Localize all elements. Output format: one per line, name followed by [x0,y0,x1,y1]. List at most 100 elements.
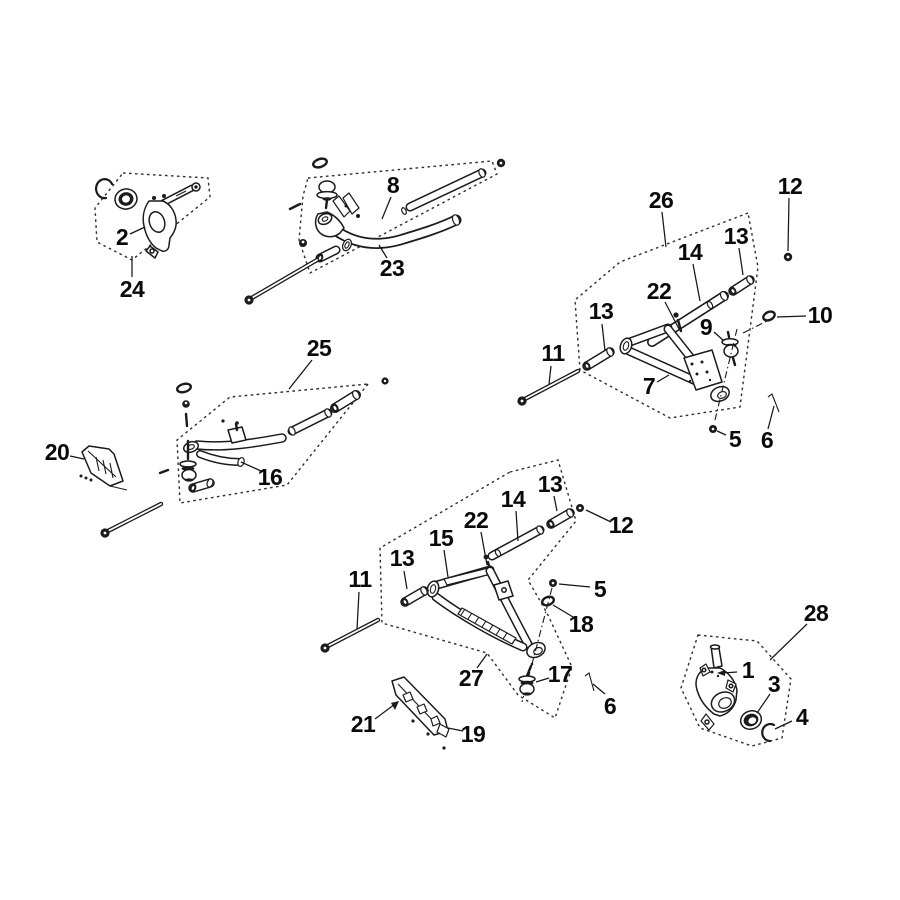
a-arm-16 [182,419,287,467]
leader-2 [129,226,146,235]
a-arm-7 [619,323,730,403]
leader-6b [592,683,606,695]
leader-11a [548,365,552,385]
cotter-pin-6 [767,393,780,413]
leader-10 [776,315,807,318]
callout-28: 28 [804,600,829,626]
callout-5-b: 5 [594,576,607,602]
leader-28 [769,623,808,661]
callout-11-a: 11 [541,340,565,366]
leader-5b [558,583,591,588]
assembly-23-upper-arm: 8 23 [244,157,506,305]
leader-6a [767,405,775,430]
callout-17: 17 [548,661,573,687]
o-ring-10 [762,310,776,322]
leader-1 [717,670,738,676]
callout-13-c: 13 [538,471,563,497]
pivot-sleeve-14 [487,525,545,561]
bushing-13-right [546,508,575,529]
leader-12a [787,197,790,252]
cotter-pin-6 [584,672,595,692]
pivot-bolt [100,501,164,538]
leader-13c [553,495,558,512]
small-nut [182,400,190,408]
leader-19 [447,727,464,732]
callout-9: 9 [700,314,712,340]
ball-joint-9 [721,330,739,367]
assembly-28-knuckle-right: 28 1 3 4 [680,600,829,747]
nut-12 [576,504,584,512]
callout-5-a: 5 [729,426,742,452]
pivot-sleeve [287,408,333,436]
leader-14a [692,263,701,302]
centerline-oring [742,320,768,334]
bearing-3 [739,710,763,730]
assembly-24-knuckle-left: 2 24 [94,172,211,302]
pivot-bolt [244,257,320,305]
callout-14-a: 14 [678,239,703,265]
leader-8 [381,196,392,220]
leader-21 [374,701,399,720]
wheel-bearing [114,188,138,210]
ball-joint [179,439,197,482]
leader-22b [480,531,488,566]
callout-7: 7 [643,373,655,399]
callout-3: 3 [768,671,780,697]
callout-8: 8 [387,172,400,198]
bushing-13-left [400,586,429,607]
pivot-bolt-11 [320,617,381,653]
leader-13a [738,247,744,276]
callout-12-a: 12 [778,173,803,199]
bushing-13-right [728,275,755,296]
callout-13-a: 13 [724,223,749,249]
assembly-25-outline [176,383,369,504]
callout-2: 2 [116,224,128,250]
leader-5a [716,430,727,436]
assembly-28-outline [680,634,792,747]
leader-4 [774,720,793,730]
leader-18 [552,604,574,618]
callout-20: 20 [45,439,70,465]
assembly-23-outline [298,160,498,274]
pivot-bushing [315,245,341,263]
leader-20 [69,455,85,460]
steering-knuckle-left [142,182,201,259]
leader-13b [601,323,606,352]
leader-7 [656,374,670,383]
grease-fitting-tick [158,468,170,475]
callout-16: 16 [258,464,283,490]
flange-nut [299,239,307,247]
pivot-bolt-11 [517,368,581,406]
callout-24: 24 [120,276,145,302]
leader-15 [443,549,449,578]
callout-22-a: 22 [647,278,672,304]
callout-15: 15 [429,525,454,551]
stud-tick [184,412,189,428]
callout-14-b: 14 [501,486,526,512]
callout-13-b: 13 [589,298,614,324]
a-arm-8 [314,192,462,252]
lock-nut [496,158,506,168]
leader-12b [585,509,612,523]
leader-9 [713,331,725,342]
bushing [330,390,361,413]
o-ring [175,382,193,394]
bushing-13-left [582,347,615,371]
assembly-25-upper-arm: 25 16 20 [45,335,389,538]
pivot-sleeve [401,168,487,215]
callout-1: 1 [742,657,755,683]
snap-ring-4 [761,722,776,743]
callout-22-b: 22 [464,507,489,533]
guard-plate-21 [391,676,450,750]
callout-6-a: 6 [761,427,773,453]
o-ring-18 [540,595,556,607]
callout-13-d: 13 [390,545,415,571]
callout-12-b: 12 [609,512,634,538]
callout-18: 18 [569,611,594,637]
castle-nut-5 [709,425,717,433]
leader-23 [378,244,388,259]
flange-nut [381,377,389,385]
leader-26 [661,211,667,248]
